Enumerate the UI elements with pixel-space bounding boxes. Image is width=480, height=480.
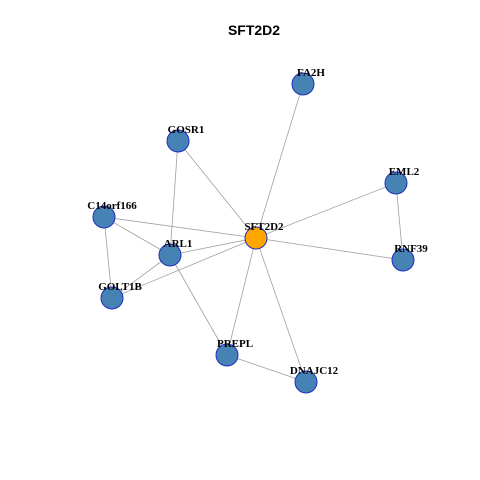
edge-sft2d2-eml2 [255, 182, 397, 239]
edge-sft2d2-c14orf166 [103, 216, 257, 239]
node-gosr1[interactable] [166, 129, 190, 153]
node-label-prepl: PREPL [217, 338, 253, 350]
node-dnajc12[interactable] [294, 370, 318, 394]
node-label-sft2d2: SFT2D2 [244, 221, 284, 233]
edge-sft2d2-dnajc12 [255, 237, 307, 383]
node-fa2h[interactable] [291, 72, 315, 96]
edge-sft2d2-prepl [226, 237, 257, 356]
diagram-title: SFT2D2 [228, 22, 280, 38]
node-arl1[interactable] [158, 243, 182, 267]
edge-c14orf166-arl1 [103, 216, 171, 256]
nodes-layer [92, 72, 415, 394]
node-label-gosr1: GOSR1 [168, 124, 205, 136]
node-golt1b[interactable] [100, 286, 124, 310]
edge-arl1-prepl [169, 254, 228, 356]
node-label-arl1: ARL1 [164, 238, 193, 250]
edge-sft2d2-rnf39 [255, 237, 404, 261]
node-c14orf166[interactable] [92, 205, 116, 229]
edge-prepl-dnajc12 [226, 354, 307, 383]
edge-sft2d2-arl1 [169, 237, 257, 256]
node-label-rnf39: RNF39 [394, 243, 428, 255]
edge-sft2d2-gosr1 [177, 140, 257, 239]
edges-layer [103, 83, 404, 383]
node-sft2d2[interactable] [244, 226, 268, 250]
node-rnf39[interactable] [391, 248, 415, 272]
edge-eml2-rnf39 [395, 182, 404, 261]
node-label-fa2h: FA2H [297, 67, 325, 79]
edge-sft2d2-golt1b [111, 237, 257, 299]
node-label-eml2: EML2 [389, 166, 420, 178]
node-label-dnajc12: DNAJC12 [290, 365, 339, 377]
edge-gosr1-arl1 [169, 140, 179, 256]
node-label-golt1b: GOLT1B [98, 281, 142, 293]
node-eml2[interactable] [384, 171, 408, 195]
edge-arl1-golt1b [111, 254, 171, 299]
node-prepl[interactable] [215, 343, 239, 367]
edge-c14orf166-golt1b [103, 216, 113, 299]
edge-sft2d2-fa2h [255, 83, 304, 239]
node-label-c14orf166: C14orf166 [87, 200, 137, 212]
